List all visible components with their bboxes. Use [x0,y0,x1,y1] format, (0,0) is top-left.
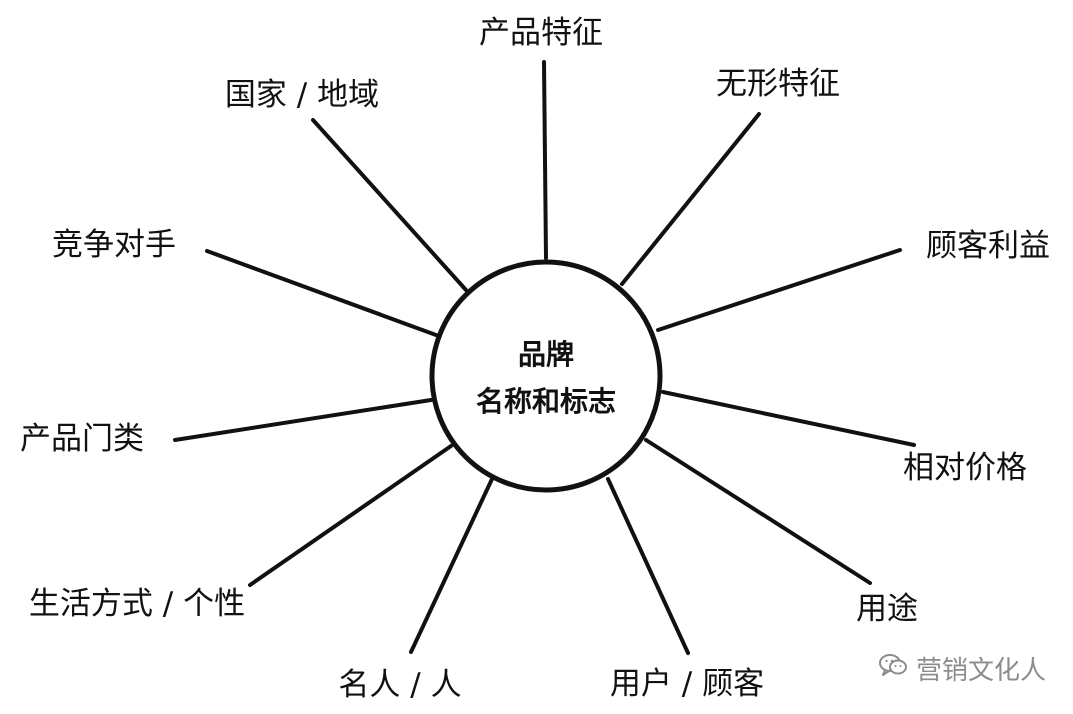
center-circle [429,259,663,493]
label-relative-price: 相对价格 [903,450,1027,486]
spoke-line-intangible-features [620,112,761,286]
spoke-line-celebrity-person [409,477,494,654]
spoke-line-competitors [205,249,438,337]
label-country-region: 国家 / 地域 [224,77,380,113]
spoke-line-country-region [311,118,468,292]
label-product-features: 产品特征 [479,15,603,51]
label-user-customer: 用户 / 顾客 [609,666,765,702]
label-product-category: 产品门类 [20,421,144,457]
center-label-line2: 名称和标志 [475,385,617,418]
spoke-line-use [644,438,872,585]
spoke-line-lifestyle-personality [248,444,453,587]
spoke-line-user-customer [606,477,690,655]
center-label-line1: 品牌 [517,338,575,371]
spoke-line-product-category [173,398,433,442]
chat-bubble-icon [878,652,908,685]
label-celebrity-person: 名人 / 人 [338,667,462,703]
label-use: 用途 [856,591,918,627]
spoke-line-relative-price [661,390,916,447]
watermark-text: 营销文化人 [916,655,1047,686]
spoke-line-customer-benefits [656,248,902,332]
spoke-line-product-features [542,60,548,260]
label-lifestyle-personality: 生活方式 / 个性 [28,586,246,622]
label-customer-benefits: 顾客利益 [926,228,1050,264]
watermark: 营销文化人 [878,652,1047,686]
label-competitors: 竞争对手 [52,227,176,263]
label-intangible-features: 无形特征 [716,66,840,102]
